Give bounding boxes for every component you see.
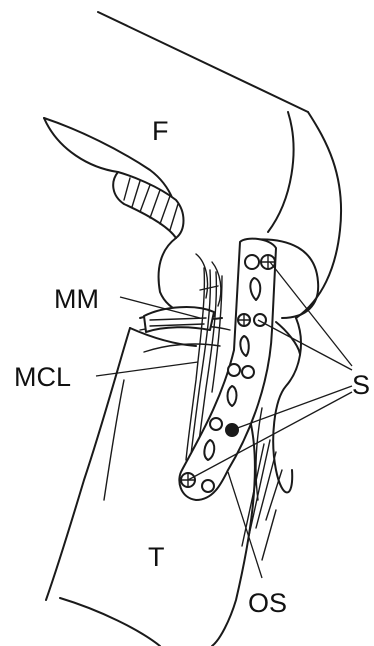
mcl-leader-line: [96, 362, 198, 376]
screw-head: [228, 364, 240, 376]
femur-bone: [44, 12, 341, 319]
osteotomy-plate: [179, 239, 276, 500]
osteotomy-plate-label: OS: [248, 588, 287, 618]
screw-head: [254, 314, 266, 326]
screws-label: S: [352, 370, 370, 400]
s-leader-line: [270, 262, 352, 366]
s-leader-line: [258, 320, 352, 370]
screw-head: [202, 480, 214, 492]
screw-head: [245, 255, 259, 269]
femur-label: F: [152, 116, 169, 146]
screw-head: [210, 418, 222, 430]
tibia-label: T: [148, 542, 165, 572]
mcl-label: MCL: [14, 362, 71, 392]
screw-head: [242, 366, 254, 378]
medial-meniscus-label: MM: [54, 284, 99, 314]
